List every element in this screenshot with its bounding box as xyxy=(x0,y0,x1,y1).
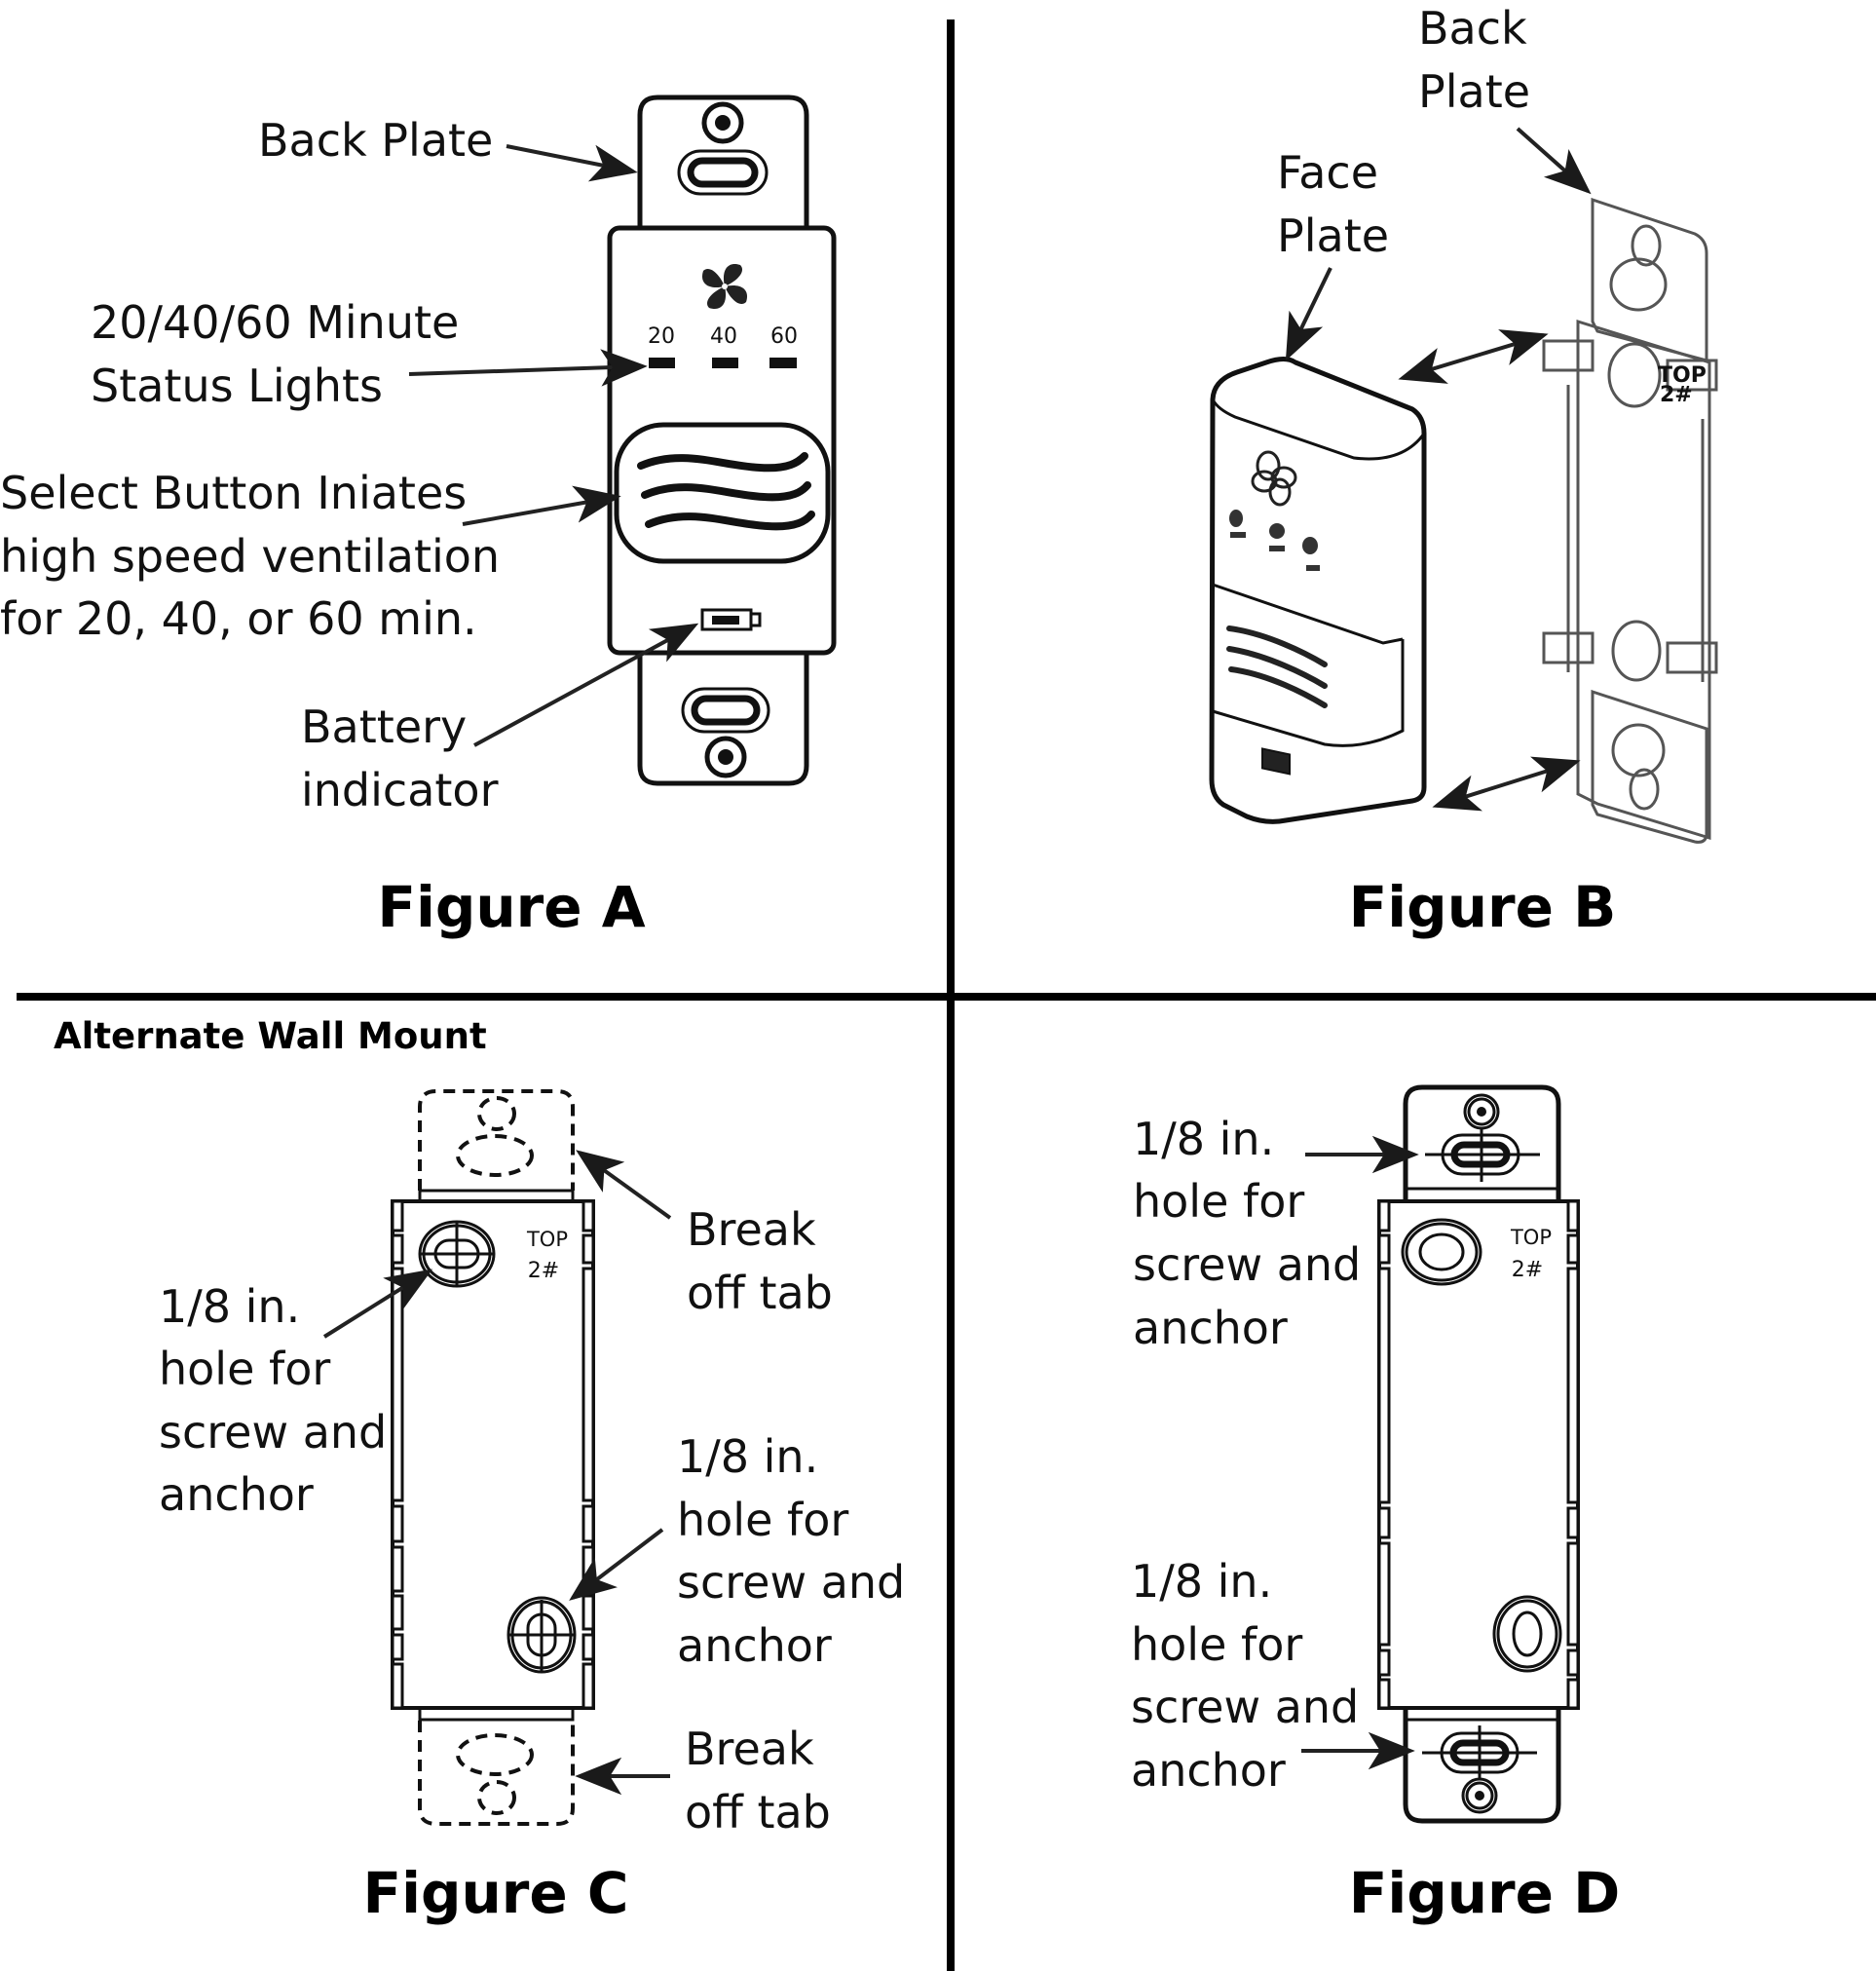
arrow-select-button xyxy=(462,485,621,526)
plate-marking-top-d: TOP xyxy=(1510,1226,1552,1249)
plate-side-rails-d xyxy=(1377,1199,1580,1710)
label-lower-hole-c-line1: 1/8 in. xyxy=(677,1430,818,1483)
status-light-60 xyxy=(769,358,797,368)
label-select-button-line1: Select Button Iniates xyxy=(0,467,467,519)
plate-marking-2-c: 2# xyxy=(528,1259,559,1283)
plate-marking-top-c: TOP xyxy=(526,1228,568,1251)
screw-hole-icon xyxy=(704,736,747,778)
label-top-hole-d-line4: anchor xyxy=(1133,1302,1288,1354)
status-light-3 xyxy=(1302,537,1318,554)
status-light-20 xyxy=(649,358,675,368)
label-face-plate-line2: Plate xyxy=(1277,209,1389,262)
figure-b: TOP 2# Back Plate Face Plate Figure B xyxy=(1209,2,1718,940)
fan-outline-icon xyxy=(1251,450,1297,507)
arrow-upper-hole-c xyxy=(322,1269,433,1339)
figure-c: Alternate Wall Mount xyxy=(54,1015,905,1926)
label-status-lights-line2: Status Lights xyxy=(91,360,383,412)
horizontal-divider xyxy=(17,993,1876,1001)
battery-indicator xyxy=(1261,747,1291,776)
screw-hole-icon xyxy=(701,101,744,144)
label-upper-hole-c-line3: screw and xyxy=(159,1406,387,1459)
status-light-label-60: 60 xyxy=(770,324,798,349)
label-lower-hole-c-line4: anchor xyxy=(677,1619,832,1672)
back-plate-marking-2: 2# xyxy=(1660,383,1693,407)
plate-marking-2-d: 2# xyxy=(1512,1258,1543,1282)
label-top-tab-line1: Break xyxy=(687,1203,816,1256)
figure-a-title: Figure A xyxy=(377,874,645,940)
label-bottom-hole-d-line4: anchor xyxy=(1131,1744,1286,1797)
label-top-hole-d-line3: screw and xyxy=(1133,1238,1361,1291)
screw-hole-dot xyxy=(718,749,733,765)
arrow-face-plate xyxy=(1285,267,1332,361)
plate-side-rails xyxy=(391,1199,595,1710)
figure-b-title: Figure B xyxy=(1349,874,1617,940)
label-bottom-hole-d-line3: screw and xyxy=(1131,1681,1359,1733)
crosshair-hole-top xyxy=(418,1220,496,1288)
label-bottom-hole-d-line1: 1/8 in. xyxy=(1131,1555,1272,1608)
back-plate-top-tab xyxy=(637,95,809,233)
back-plate-marking: TOP xyxy=(1658,363,1707,388)
label-face-plate-line1: Face xyxy=(1277,146,1378,199)
figure-c-title: Figure C xyxy=(362,1860,628,1926)
back-plate-3d: TOP 2# xyxy=(1542,197,1718,844)
vent-lines-icon xyxy=(1226,625,1328,708)
label-back-plate-b-line1: Back xyxy=(1418,2,1527,55)
slot-hole-icon xyxy=(677,149,769,196)
status-light-2 xyxy=(1269,523,1285,539)
mounting-plate-d xyxy=(1377,1199,1580,1710)
arrow-status-lights xyxy=(408,349,648,387)
label-back-plate: Back Plate xyxy=(258,114,493,167)
wave-lines-icon xyxy=(637,452,815,531)
arrow-double-bottom xyxy=(1432,756,1581,812)
battery-icon xyxy=(700,608,762,631)
label-upper-hole-c-line2: hole for xyxy=(159,1343,330,1395)
back-plate-bottom-tab xyxy=(637,652,809,786)
status-light-label-20: 20 xyxy=(648,324,675,349)
plate-tab-top-d xyxy=(1403,1084,1561,1203)
status-light-40 xyxy=(712,358,738,368)
arrow-top-tab xyxy=(576,1150,672,1220)
plate-tab-bottom-d xyxy=(1403,1705,1561,1824)
label-top-hole-d-line2: hole for xyxy=(1133,1175,1304,1228)
mounting-hole-top-d xyxy=(1401,1218,1482,1286)
mounting-hole-bottom-d xyxy=(1492,1595,1562,1673)
face-plate-3d xyxy=(1209,357,1427,824)
label-upper-hole-c-line4: anchor xyxy=(159,1468,314,1521)
figure-a: 20 40 60 Back Plate 20/40/60 Minute Stat… xyxy=(0,95,837,940)
label-select-button-line2: high speed ventilation xyxy=(0,530,500,583)
slot-hole-inner xyxy=(691,695,761,726)
label-top-hole-d-line1: 1/8 in. xyxy=(1133,1113,1274,1165)
label-lower-hole-c-line2: hole for xyxy=(677,1494,848,1546)
slot-hole-icon xyxy=(681,687,770,734)
arrow-back-plate xyxy=(506,144,638,182)
label-bottom-tab-line1: Break xyxy=(685,1723,814,1775)
fan-icon xyxy=(701,263,748,310)
crosshair-hole-bottom xyxy=(507,1596,577,1674)
figure-d: TOP 2# 1/8 in. hole for screw and anchor… xyxy=(1131,1084,1621,1926)
label-top-tab-line2: off tab xyxy=(687,1267,833,1319)
label-upper-hole-c-line1: 1/8 in. xyxy=(159,1280,300,1333)
slot-hole-inner xyxy=(687,157,759,188)
label-bottom-hole-d-line2: hole for xyxy=(1131,1618,1302,1671)
label-bottom-tab-line2: off tab xyxy=(685,1786,831,1838)
status-light-label-40: 40 xyxy=(710,324,737,349)
label-lower-hole-c-line3: screw and xyxy=(677,1556,905,1609)
label-select-button-line3: for 20, 40, or 60 min. xyxy=(0,592,477,645)
arrow-battery xyxy=(473,623,699,747)
label-back-plate-b-line2: Plate xyxy=(1418,65,1530,118)
label-status-lights-line1: 20/40/60 Minute xyxy=(91,296,459,349)
arrow-back-plate-b xyxy=(1516,127,1592,195)
arrow-lower-hole-c xyxy=(569,1528,664,1601)
label-battery-line2: indicator xyxy=(301,764,499,816)
screw-hole-dot xyxy=(715,115,731,131)
status-light-1 xyxy=(1229,510,1243,527)
section-title-alternate-wall-mount: Alternate Wall Mount xyxy=(54,1015,487,1057)
figure-d-title: Figure D xyxy=(1349,1860,1621,1926)
arrow-double-top xyxy=(1398,329,1549,384)
label-battery-line1: Battery xyxy=(301,701,467,753)
